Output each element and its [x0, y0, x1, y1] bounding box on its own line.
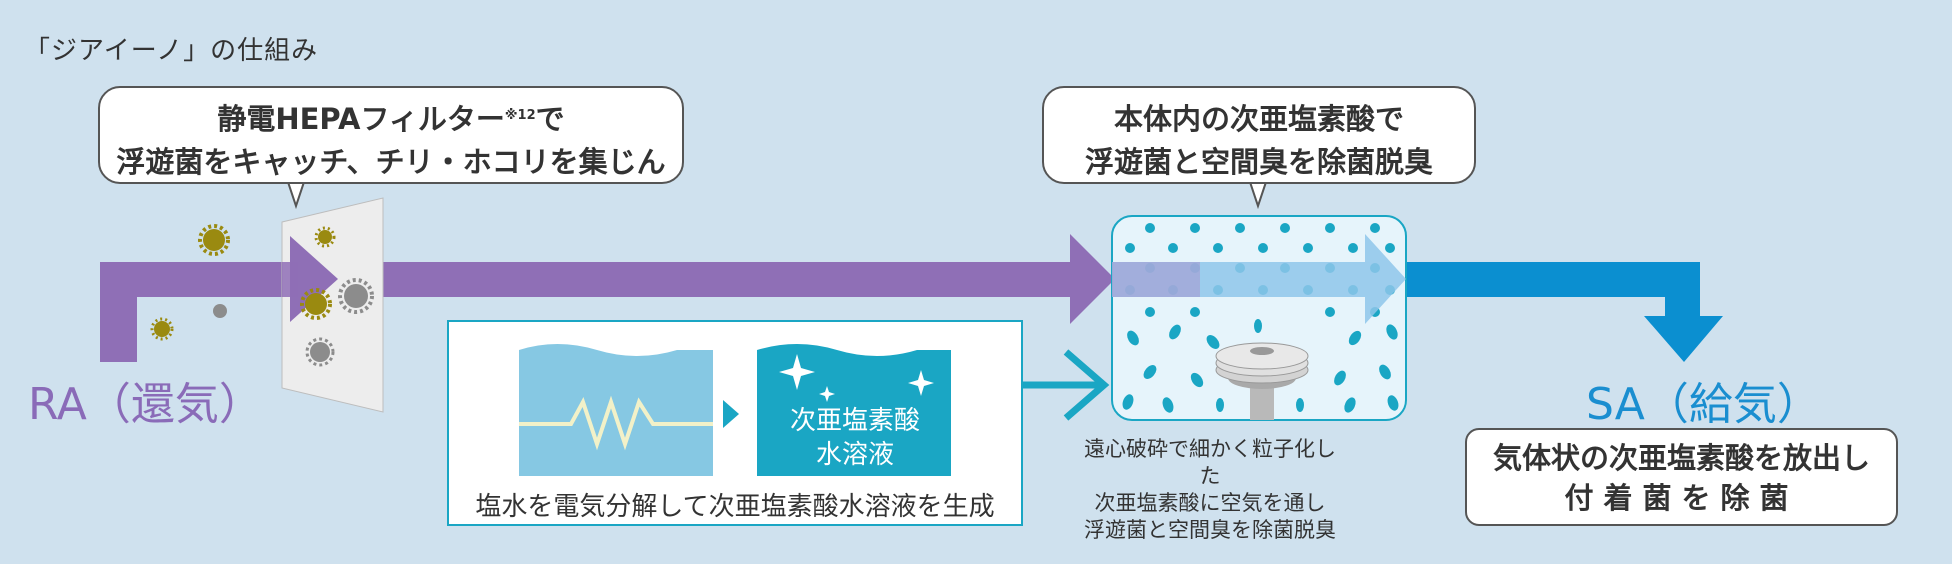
- centrifugal-disc-icon: [1215, 342, 1309, 420]
- electrode-zigzag-icon: [519, 395, 713, 451]
- solution-tank-icon: [757, 344, 951, 476]
- solution-supply-arrow: [1063, 349, 1110, 421]
- solution-label: 次亜塩素酸 水溶液: [789, 406, 920, 470]
- filter-callout-line1: 静電HEPAフィルター※12で: [217, 102, 565, 136]
- electrolysis-caption: 塩水を電気分解して次亜塩素酸水溶液を生成: [475, 492, 995, 522]
- airborne-particles: [150, 224, 374, 367]
- filter-arrowhead: [290, 236, 338, 322]
- chamber-callout: 本体内の次亜塩素酸で 浮遊菌と空間臭を除菌脱臭: [1042, 86, 1476, 184]
- chamber-callout-line2: 浮遊菌と空間臭を除菌脱臭: [1084, 145, 1433, 179]
- sparkle-icon: [779, 354, 934, 402]
- ra-label: RA（還気）: [28, 379, 263, 430]
- diagram-title: 「ジアイーノ」の仕組み: [24, 36, 319, 66]
- sa-label: SA（給気）: [1586, 379, 1821, 430]
- filter-callout: 静電HEPAフィルター※12で 浮遊菌をキャッチ、チリ・ホコリを集じん: [98, 86, 684, 184]
- chamber-callout-line1: 本体内の次亜塩素酸で: [1113, 102, 1404, 136]
- filter-callout-line2: 浮遊菌をキャッチ、チリ・ホコリを集じん: [116, 145, 666, 179]
- electrolysis-graphics: [519, 344, 951, 476]
- process-arrow-icon: [723, 400, 739, 428]
- chamber-flow-arrow: [1112, 234, 1406, 324]
- salt-water-icon: [519, 344, 713, 476]
- sa-flow-arrow: [1400, 262, 1723, 362]
- centrifuge-description: 遠心破砕で細かく粒子化した 次亜塩素酸に空気を通し 浮遊菌と空間臭を除菌脱臭: [1084, 437, 1336, 542]
- sa-description-box: 気体状の次亜塩素酸を放出し 付着菌を除菌: [1465, 428, 1898, 526]
